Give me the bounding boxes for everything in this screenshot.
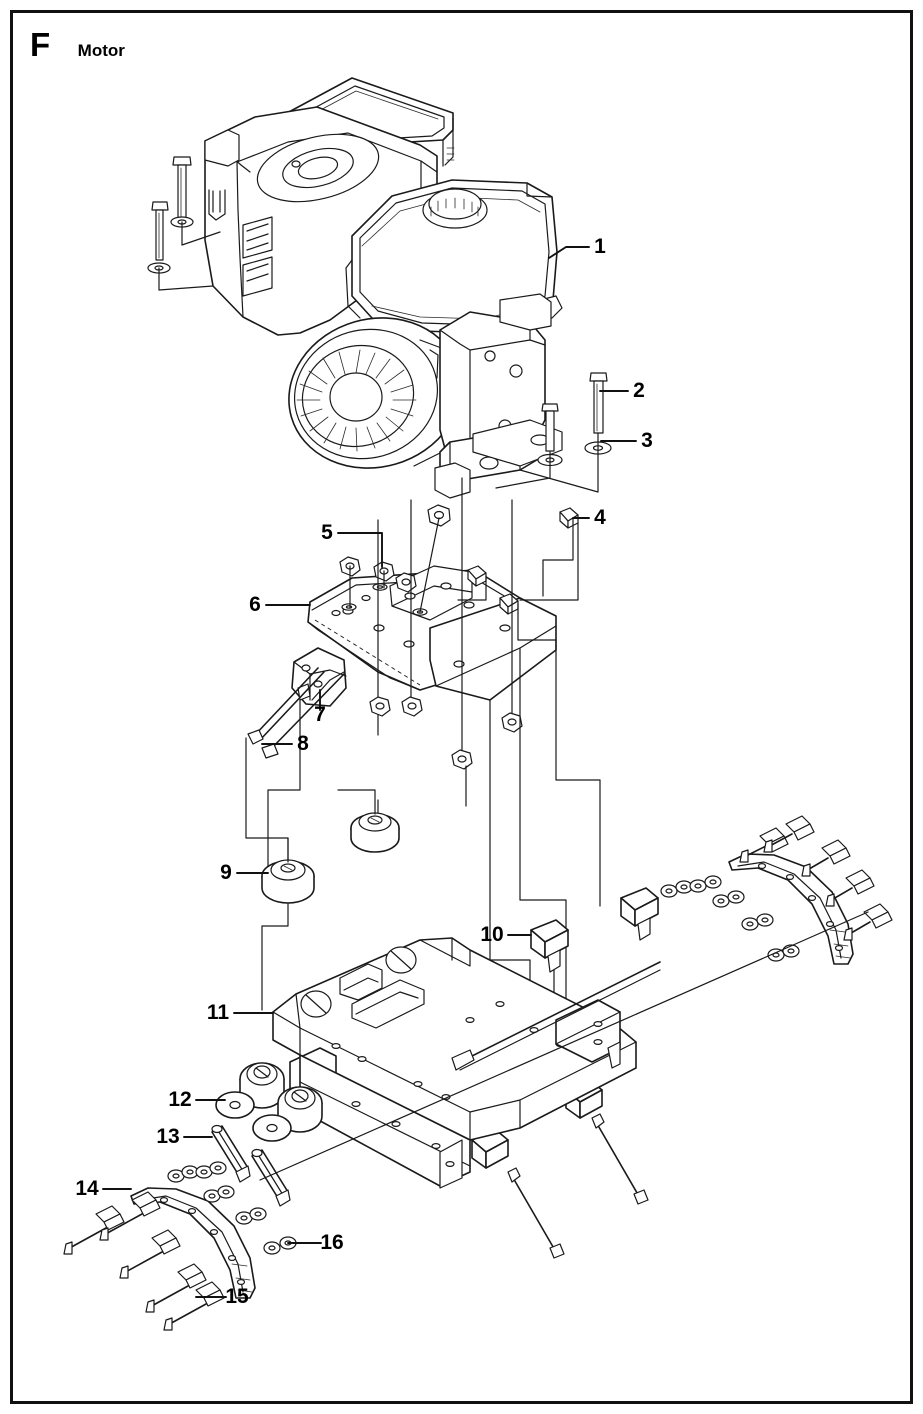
linkage-rods bbox=[247, 667, 345, 759]
rubber-mount-9 bbox=[261, 859, 315, 904]
clevis-pin-13 bbox=[211, 1124, 251, 1183]
callout-8: 8 bbox=[261, 732, 309, 755]
washer-spacer-12 bbox=[215, 1091, 255, 1119]
nut-washer-pair bbox=[235, 1207, 267, 1225]
callout-15: 15 bbox=[195, 1285, 249, 1308]
callout-13: 13 bbox=[156, 1125, 213, 1148]
engine-assembly bbox=[204, 77, 563, 499]
hex-bolt-upper-b bbox=[151, 201, 169, 261]
callout-number-12: 12 bbox=[168, 1088, 191, 1111]
callout-number-3: 3 bbox=[641, 429, 653, 452]
carriage-bolt-l1 bbox=[63, 1205, 125, 1255]
page-title: Motor bbox=[77, 41, 125, 60]
carriage-bolt-r5 bbox=[843, 903, 893, 941]
washer-spacer-12b bbox=[252, 1114, 292, 1142]
starter-fan-blades bbox=[296, 349, 417, 452]
callout-number-15: 15 bbox=[225, 1285, 249, 1308]
callout-5: 5 bbox=[321, 521, 383, 568]
callout-3: 3 bbox=[600, 429, 653, 452]
callout-number-10: 10 bbox=[480, 923, 503, 946]
callout-number-16: 16 bbox=[320, 1231, 343, 1254]
spacer-bushing-right bbox=[620, 887, 659, 941]
hex-nut-bottom-1 bbox=[369, 696, 391, 717]
callout-number-5: 5 bbox=[321, 521, 333, 544]
callout-7: 7 bbox=[314, 689, 326, 726]
nut-washer-pair bbox=[167, 1165, 199, 1183]
nut-washer-pair bbox=[660, 880, 693, 898]
rubber-mount-upper bbox=[350, 812, 400, 853]
hex-nut-bottom-4 bbox=[501, 712, 523, 733]
callout-11: 11 bbox=[207, 1001, 274, 1024]
callout-number-7: 7 bbox=[314, 703, 326, 726]
nut-washer-pair-16 bbox=[263, 1236, 297, 1255]
hex-bolt-2 bbox=[589, 372, 608, 434]
carriage-bolt-15 bbox=[163, 1281, 225, 1331]
nut-washer-pair bbox=[689, 875, 722, 893]
hex-nut-bottom-3 bbox=[451, 749, 473, 770]
nut-washer-pairs-left bbox=[167, 1161, 297, 1255]
hub-mount-b bbox=[277, 1086, 323, 1133]
callout-12: 12 bbox=[168, 1088, 226, 1111]
nut-washer-pair bbox=[741, 913, 774, 931]
nut-washer-pair bbox=[203, 1185, 235, 1203]
nut-washer-pair bbox=[767, 944, 800, 962]
callout-number-9: 9 bbox=[220, 861, 232, 884]
callout-16: 16 bbox=[287, 1231, 344, 1254]
callout-number-8: 8 bbox=[297, 732, 309, 755]
blade-bolts-left bbox=[63, 1191, 225, 1331]
callout-6: 6 bbox=[249, 593, 311, 616]
lower-right-rods bbox=[507, 1113, 649, 1259]
callout-number-4: 4 bbox=[594, 506, 606, 529]
carriage-bolt-r3 bbox=[801, 839, 851, 877]
fastener-group-2-3 bbox=[495, 372, 612, 493]
spacer-bushing-10 bbox=[530, 919, 569, 1001]
blade-bolts-right bbox=[739, 815, 893, 941]
callout-9: 9 bbox=[220, 861, 269, 884]
hex-nut-c bbox=[427, 504, 451, 527]
carriage-bolt-r2 bbox=[763, 815, 815, 853]
callout-number-13: 13 bbox=[156, 1125, 179, 1148]
carriage-bolt-r4 bbox=[825, 869, 875, 907]
carriage-bolt-l3 bbox=[119, 1229, 181, 1279]
nut-washer-pair bbox=[195, 1161, 227, 1179]
callout-number-11: 11 bbox=[207, 1001, 230, 1024]
callout-number-1: 1 bbox=[594, 235, 606, 258]
carriage-bolt-r1 bbox=[739, 827, 789, 863]
nut-washer-pair bbox=[712, 890, 745, 908]
nut-washer-pairs-right bbox=[660, 875, 800, 962]
callout-leader-1 bbox=[548, 246, 590, 259]
carriage-bolt-l4 bbox=[145, 1263, 207, 1313]
callout-leader-5 bbox=[337, 532, 383, 568]
carriage-bolt-l2 bbox=[99, 1191, 161, 1241]
callout-number-14: 14 bbox=[75, 1177, 99, 1200]
callout-4: 4 bbox=[572, 506, 606, 529]
upper-left-fasteners bbox=[147, 156, 221, 291]
assembly-guide-lines bbox=[245, 517, 601, 1061]
callout-10: 10 bbox=[480, 923, 532, 946]
callout-number-2: 2 bbox=[633, 379, 645, 402]
page-header: F Motor bbox=[30, 28, 125, 61]
hex-bolt-upper-a bbox=[172, 156, 192, 220]
square-nut-mid bbox=[467, 565, 487, 587]
callout-14: 14 bbox=[75, 1177, 132, 1200]
callout-1: 1 bbox=[548, 235, 606, 259]
callout-2: 2 bbox=[599, 379, 645, 402]
clevis-pin-13b bbox=[251, 1148, 291, 1207]
callout-number-6: 6 bbox=[249, 593, 261, 616]
scraper-blade-right bbox=[728, 853, 854, 965]
fuel-tank bbox=[345, 179, 563, 334]
plate-fasteners bbox=[339, 477, 579, 770]
chassis-frame bbox=[272, 937, 661, 1189]
hex-bolt-extra bbox=[541, 403, 559, 452]
recoil-starter bbox=[288, 317, 462, 469]
spacer-bushing-lower-b bbox=[471, 1129, 509, 1169]
section-letter: F bbox=[30, 26, 50, 63]
hex-nut-bottom-2 bbox=[401, 696, 423, 717]
